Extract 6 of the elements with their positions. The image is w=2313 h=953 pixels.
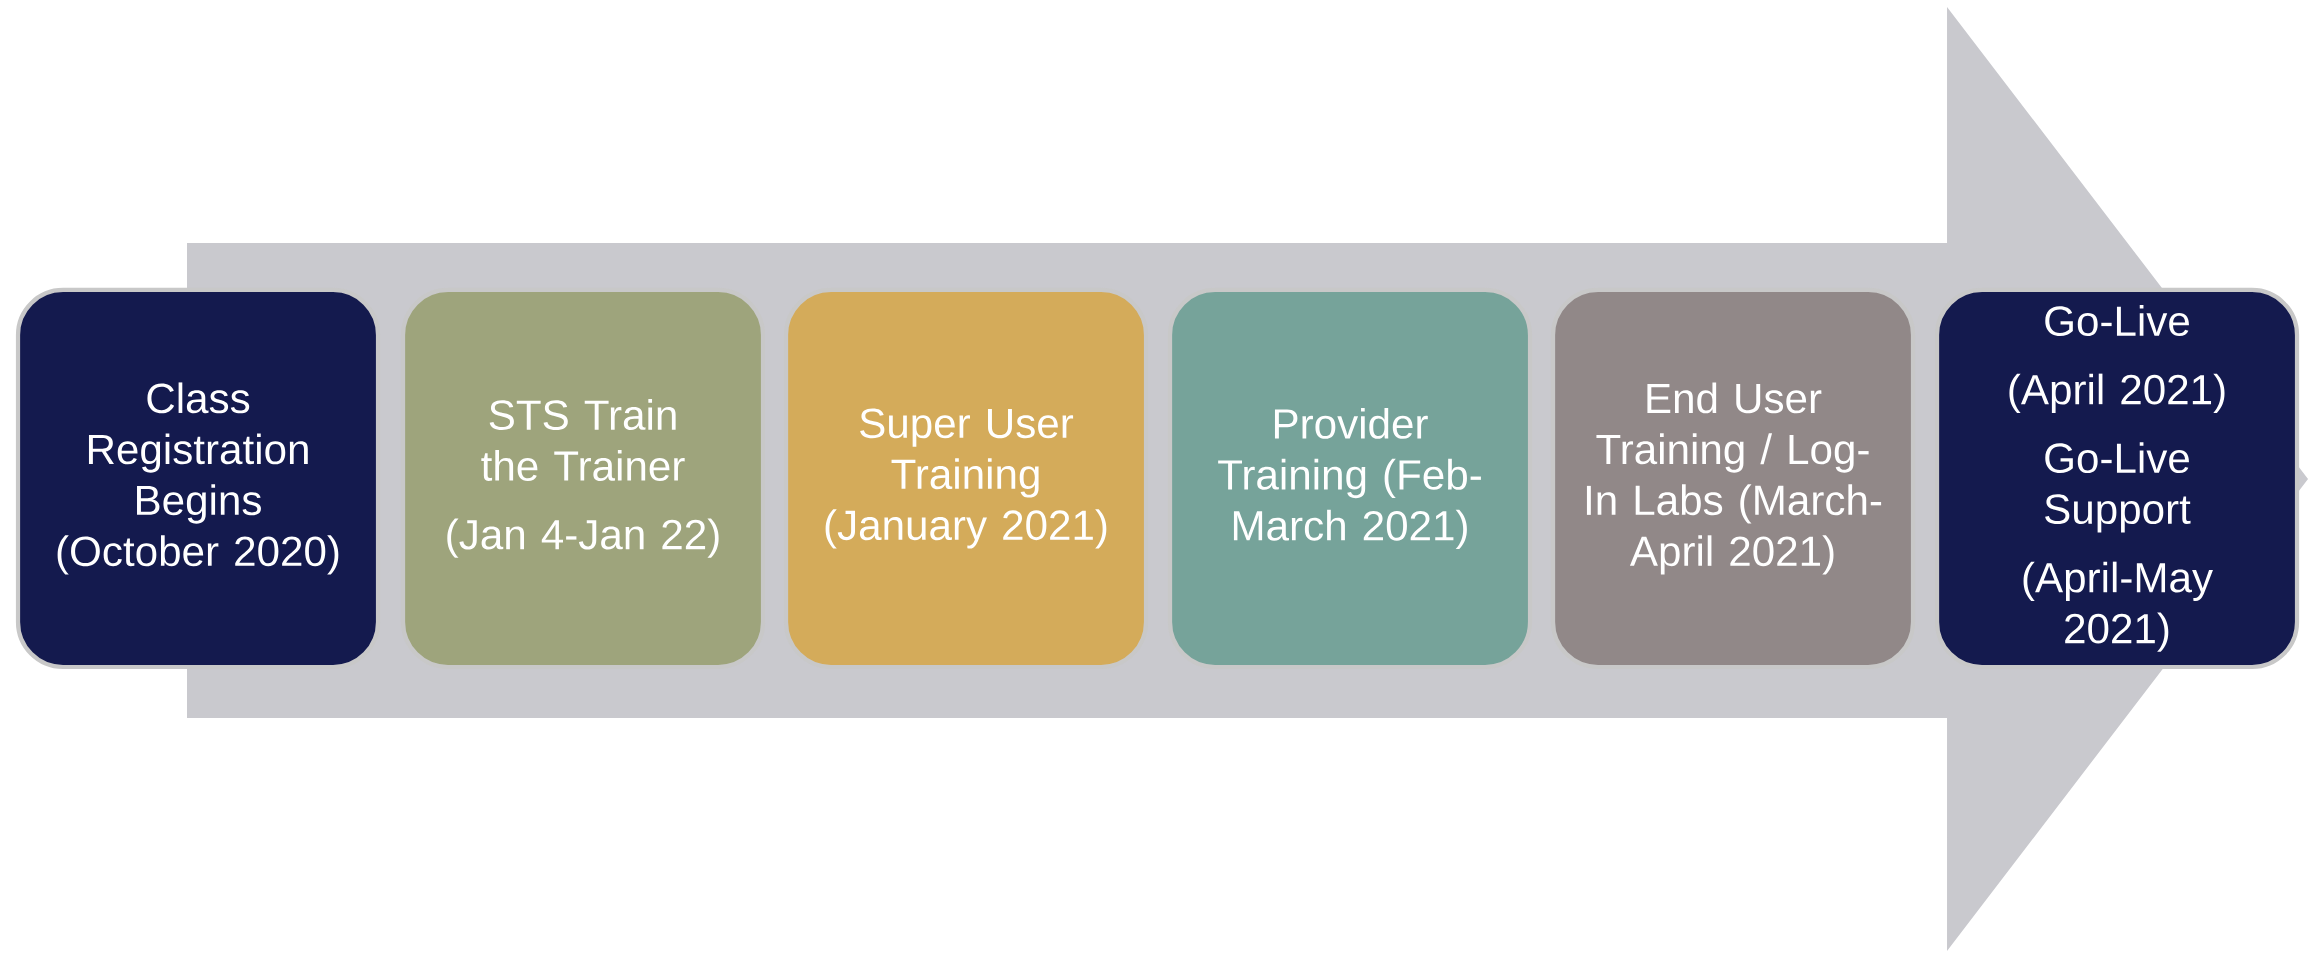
stage-box: End User Training / Log-In Labs (March-April 2021) (1550, 287, 1916, 670)
stage-box: Super User Training (January 2021) (783, 287, 1149, 670)
stage-box: Go-Live (April 2021) Go-Live Support (April-May 2021) (1934, 287, 2300, 670)
stage-box: Class Registration Begins (October 2020) (15, 287, 381, 670)
stage-box: STS Train the Trainer (Jan 4-Jan 22) (400, 287, 766, 670)
stage-box: Provider Training (Feb-March 2021) (1167, 287, 1533, 670)
